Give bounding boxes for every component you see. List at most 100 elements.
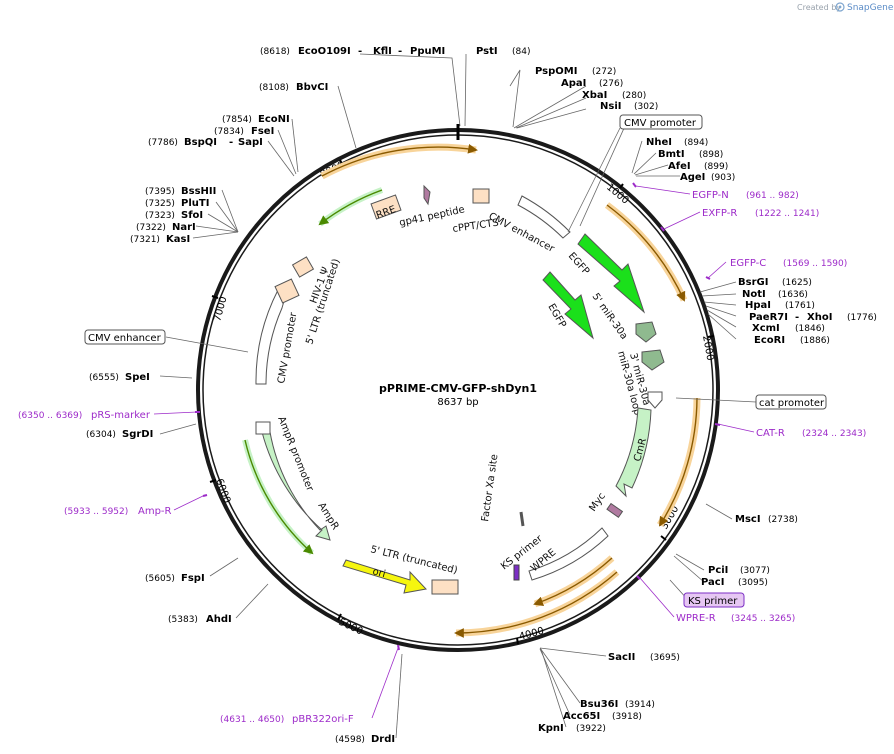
enzyme-ppumi: PpuMI bbox=[410, 46, 445, 57]
enzyme-xhoi: XhoI bbox=[807, 312, 832, 323]
boxed-labels: CMV promoter CMV enhancer cat promoter K… bbox=[84, 114, 827, 608]
enzyme-msci: MscI bbox=[735, 514, 761, 525]
feature-myc-label: Myc bbox=[587, 491, 608, 514]
primer-prs-marker: pRS-marker bbox=[91, 410, 151, 421]
enzyme-apai: ApaI bbox=[561, 78, 586, 89]
enzyme-pos: (898) bbox=[699, 150, 723, 160]
tick-label: 2000 bbox=[700, 335, 715, 362]
label-cmv-promoter: CMV promoter bbox=[624, 118, 697, 129]
enzyme-xcmi: XcmI bbox=[752, 323, 780, 334]
enzyme-labels: (8618) EcoO109I - KflI - PpuMI PstI (84)… bbox=[86, 46, 877, 745]
enzyme-pspomi: PspOMI bbox=[535, 66, 577, 77]
enzyme-fsei: FseI bbox=[251, 126, 274, 137]
label-ks-primer: KS primer bbox=[688, 596, 738, 607]
feature-egfp-label-1: EGFP bbox=[566, 251, 591, 278]
enzyme-pos: (894) bbox=[684, 138, 708, 148]
enzyme-sep: - bbox=[398, 46, 402, 57]
enzyme-pos: (5605) bbox=[145, 574, 175, 584]
leader-lines bbox=[159, 53, 757, 739]
enzyme-ecoo109i: EcoO109I bbox=[298, 46, 351, 57]
enzyme-spei: SpeI bbox=[125, 372, 150, 383]
enzyme-pos: (8108) bbox=[259, 83, 289, 93]
enzyme-pos: (6304) bbox=[86, 430, 116, 440]
primer-amp-r: Amp-R bbox=[138, 506, 172, 517]
feature-ampr-promoter-label: AmpR promoter bbox=[275, 415, 315, 494]
feature-egfp-label-2: EGFP bbox=[545, 302, 567, 330]
enzyme-nsii: NsiI bbox=[600, 101, 621, 112]
enzyme-pos: (7854) bbox=[222, 115, 252, 125]
enzyme-pos: (7325) bbox=[145, 199, 175, 209]
enzyme-kfli: KflI bbox=[373, 46, 392, 57]
enzyme-pos: (1846) bbox=[795, 324, 825, 334]
tick-2000: 2000 bbox=[700, 335, 715, 362]
enzyme-kpni: KpnI bbox=[538, 723, 564, 734]
enzyme-pos: (7395) bbox=[145, 187, 175, 197]
enzyme-pos: (84) bbox=[512, 47, 530, 57]
enzyme-pos: (3914) bbox=[625, 700, 655, 710]
feature-ori-label: ori bbox=[371, 566, 386, 580]
enzyme-pos: (8618) bbox=[260, 47, 290, 57]
feature-mir30a-5-label: 5' miR-30a bbox=[590, 291, 630, 341]
enzyme-drdi-label: DrdI bbox=[371, 734, 395, 745]
enzyme-bmti: BmtI bbox=[658, 149, 685, 160]
enzyme-bbvci: BbvCI bbox=[296, 82, 328, 93]
primer-range: (961 .. 982) bbox=[746, 191, 799, 201]
enzyme-pos: (3922) bbox=[576, 724, 606, 734]
enzyme-bsshii: BssHII bbox=[181, 186, 216, 197]
enzyme-paci: PacI bbox=[701, 577, 724, 588]
enzyme-nhei: NheI bbox=[646, 137, 672, 148]
tick-label: 5000 bbox=[337, 617, 365, 638]
primer-cat-r: CAT-R bbox=[756, 428, 785, 439]
primer-egfp-c: EGFP-C bbox=[730, 258, 766, 269]
enzyme-pos: (7321) bbox=[130, 235, 160, 245]
enzyme-noti: NotI bbox=[742, 289, 766, 300]
enzyme-pos: (1886) bbox=[800, 336, 830, 346]
credit-prefix: Created by bbox=[797, 3, 841, 12]
enzyme-paer7i: PaeR7I bbox=[749, 312, 788, 323]
enzyme-psti: PstI bbox=[476, 46, 498, 57]
credit-brand: SnapGene bbox=[847, 3, 894, 13]
snapgene-logo-icon bbox=[835, 2, 845, 12]
primer-pbr322ori-f: pBR322ori-F bbox=[292, 714, 354, 725]
primer-wpre-r: WPRE-R bbox=[676, 613, 716, 624]
enzyme-pos: (3918) bbox=[612, 712, 642, 722]
enzyme-bsu36i: Bsu36I bbox=[580, 699, 618, 710]
enzyme-kasi: KasI bbox=[166, 234, 190, 245]
enzyme-pos: (276) bbox=[599, 79, 623, 89]
enzyme-sgrdi: SgrDI bbox=[122, 429, 153, 440]
enzyme-sacii: SacII bbox=[608, 652, 635, 663]
plasmid-name: pPRIME-CMV-GFP-shDyn1 bbox=[379, 382, 537, 395]
enzyme-pos: (302) bbox=[634, 102, 658, 112]
enzyme-pos: (3095) bbox=[738, 578, 768, 588]
enzyme-sfoi: SfoI bbox=[181, 210, 203, 221]
enzyme-acc65i: Acc65I bbox=[563, 711, 600, 722]
enzyme-pos: (272) bbox=[592, 67, 616, 77]
plasmid-size: 8637 bp bbox=[437, 397, 478, 408]
enzyme-pos: (3695) bbox=[650, 653, 680, 663]
enzyme-pos: (7322) bbox=[136, 223, 166, 233]
enzyme-sep: - bbox=[229, 137, 233, 148]
enzyme-agei: AgeI bbox=[680, 172, 705, 183]
enzyme-fspi: FspI bbox=[181, 573, 205, 584]
enzyme-pos: (5383) bbox=[168, 615, 198, 625]
enzyme-pos: (1776) bbox=[847, 313, 877, 323]
enzyme-pcii: PciI bbox=[708, 565, 728, 576]
enzyme-ahdi: AhdI bbox=[206, 614, 232, 625]
enzyme-pos: (7786) bbox=[148, 138, 178, 148]
enzyme-pos: (899) bbox=[704, 162, 728, 172]
primer-egfp-n: EGFP-N bbox=[692, 190, 729, 201]
tick-label: 6000 bbox=[213, 477, 232, 505]
enzyme-hpai: HpaI bbox=[745, 300, 771, 311]
enzyme-pos: (6555) bbox=[89, 373, 119, 383]
enzyme-pos: (7323) bbox=[145, 211, 175, 221]
primer-labels: EGFP-N (961 .. 982) EXFP-R (1222 .. 1241… bbox=[18, 190, 866, 725]
enzyme-pos: (280) bbox=[622, 91, 646, 101]
feature-cmv-promoter-label: CMV promoter bbox=[276, 311, 299, 385]
primer-range: (3245 .. 3265) bbox=[731, 614, 795, 624]
primer-range: (2324 .. 2343) bbox=[802, 429, 866, 439]
enzyme-afei: AfeI bbox=[668, 161, 691, 172]
enzyme-econi: EcoNI bbox=[258, 114, 290, 125]
primer-range: (1569 .. 1590) bbox=[783, 259, 847, 269]
primer-range: (4631 .. 4650) bbox=[220, 715, 284, 725]
tick-6000: 6000 bbox=[209, 477, 232, 505]
